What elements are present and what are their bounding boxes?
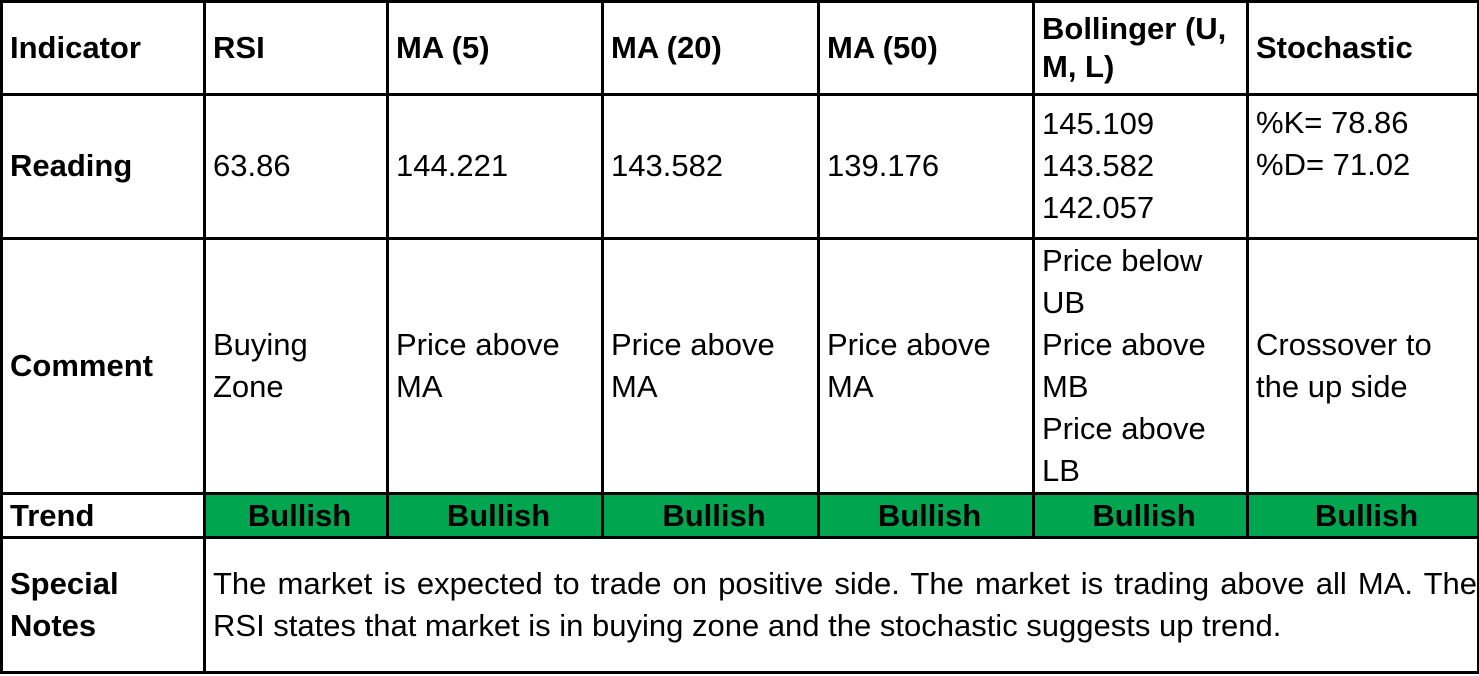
trend-stochastic: Bullish	[1246, 492, 1479, 539]
header-ma5: MA (5)	[386, 0, 604, 97]
special-notes-row: Special Notes The market is expected to …	[0, 535, 1479, 675]
reading-bollinger: 145.109 143.582 142.057	[1032, 93, 1249, 240]
header-ma20: MA (20)	[601, 0, 820, 97]
comment-bollinger-lb: Price above LB	[1042, 411, 1206, 489]
row-label-trend: Trend	[0, 492, 206, 539]
reading-bollinger-middle: 143.582	[1042, 148, 1155, 184]
reading-stochastic-k: %K= 78.86	[1256, 105, 1409, 141]
trend-row: Trend Bullish Bullish Bullish Bullish Bu…	[0, 492, 1479, 539]
special-notes-text: The market is expected to trade on posit…	[203, 535, 1479, 675]
row-label-special-notes: Special Notes	[0, 535, 206, 675]
reading-rsi: 63.86	[203, 93, 389, 240]
header-indicator: Indicator	[0, 0, 206, 97]
trend-ma50: Bullish	[817, 492, 1035, 539]
reading-bollinger-lower: 142.057	[1042, 190, 1155, 226]
reading-bollinger-upper: 145.109	[1042, 106, 1155, 142]
header-row: Indicator RSI MA (5) MA (20) MA (50) Bol…	[0, 0, 1479, 97]
row-label-reading: Reading	[0, 93, 206, 240]
comment-ma20: Price above MA	[601, 236, 820, 496]
trend-ma20: Bullish	[601, 492, 820, 539]
reading-ma5: 144.221	[386, 93, 604, 240]
trend-bollinger: Bullish	[1032, 492, 1249, 539]
comment-bollinger-ub: Price below UB	[1042, 243, 1203, 321]
comment-ma5: Price above MA	[386, 236, 604, 496]
header-rsi: RSI	[203, 0, 389, 97]
comment-row: Comment Buying Zone Price above MA Price…	[0, 236, 1479, 496]
header-stochastic: Stochastic	[1246, 0, 1479, 97]
reading-stochastic-d: %D= 71.02	[1256, 147, 1411, 183]
header-bollinger: Bollinger (U, M, L)	[1032, 0, 1249, 97]
reading-row: Reading 63.86 144.221 143.582 139.176 14…	[0, 93, 1479, 240]
reading-ma20: 143.582	[601, 93, 820, 240]
comment-bollinger-mb: Price above MB	[1042, 327, 1206, 405]
comment-ma50: Price above MA	[817, 236, 1035, 496]
comment-stochastic: Crossover to the up side	[1246, 236, 1479, 496]
row-label-comment: Comment	[0, 236, 206, 496]
comment-bollinger: Price below UB Price above MB Price abov…	[1032, 236, 1249, 496]
reading-ma50: 139.176	[817, 93, 1035, 240]
trend-rsi: Bullish	[203, 492, 389, 539]
reading-stochastic: %K= 78.86 %D= 71.02	[1246, 93, 1479, 240]
comment-rsi: Buying Zone	[203, 236, 389, 496]
header-ma50: MA (50)	[817, 0, 1035, 97]
trend-ma5: Bullish	[386, 492, 604, 539]
